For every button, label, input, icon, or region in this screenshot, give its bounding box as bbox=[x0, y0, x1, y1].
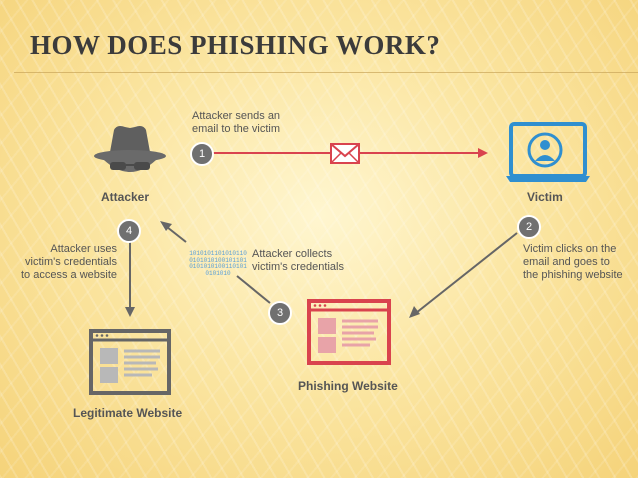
step-3-line-1: Attacker collects bbox=[252, 248, 333, 260]
attacker-icon bbox=[94, 126, 166, 172]
step-2-line-3: the phishing website bbox=[523, 269, 623, 281]
step-1-description: Attacker sends an email to the victim bbox=[192, 110, 280, 136]
legitimate-website-icon bbox=[89, 329, 171, 395]
send-email-arrow bbox=[212, 148, 488, 158]
title-divider bbox=[14, 72, 638, 73]
phishing-website-label: Phishing Website bbox=[298, 379, 398, 393]
step-1-line-2: email to the victim bbox=[192, 123, 281, 135]
binary-credentials-graphic: 1010101101010110010101010010110101010101… bbox=[189, 250, 247, 277]
envelope-icon bbox=[330, 143, 360, 164]
step-4-description: Attacker uses victim's credentials to ac… bbox=[21, 243, 117, 282]
victim-to-phishing-arrow bbox=[409, 232, 518, 318]
slide-title: HOW DOES PHISHING WORK? bbox=[30, 30, 441, 60]
step-2-line-2: email and goes to bbox=[523, 256, 610, 268]
victim-monitor-icon bbox=[506, 122, 590, 182]
victim-label: Victim bbox=[527, 190, 563, 204]
access-website-arrow bbox=[125, 240, 135, 317]
step-1-badge: 1 bbox=[190, 142, 214, 166]
attacker-label: Attacker bbox=[101, 190, 150, 204]
step-4-line-2: victim's credentials bbox=[25, 256, 117, 268]
step-2-badge: 2 bbox=[517, 215, 541, 239]
step-1-line-1: Attacker sends an bbox=[192, 110, 281, 122]
legitimate-website-label: Legitimate Website bbox=[73, 406, 183, 420]
collect-credentials-arrow bbox=[160, 221, 271, 304]
step-2-description: Victim clicks on the email and goes to t… bbox=[523, 243, 623, 282]
step-3-description: Attacker collects victim's credentials bbox=[252, 248, 344, 274]
step-3-badge: 3 bbox=[268, 301, 292, 325]
step-3-line-2: victim's credentials bbox=[252, 261, 344, 273]
phishing-website-icon bbox=[307, 299, 391, 365]
step-2-line-1: Victim clicks on the bbox=[523, 243, 617, 255]
step-4-line-1: Attacker uses bbox=[50, 243, 117, 255]
step-4-badge: 4 bbox=[117, 219, 141, 243]
step-4-line-3: to access a website bbox=[21, 269, 117, 281]
